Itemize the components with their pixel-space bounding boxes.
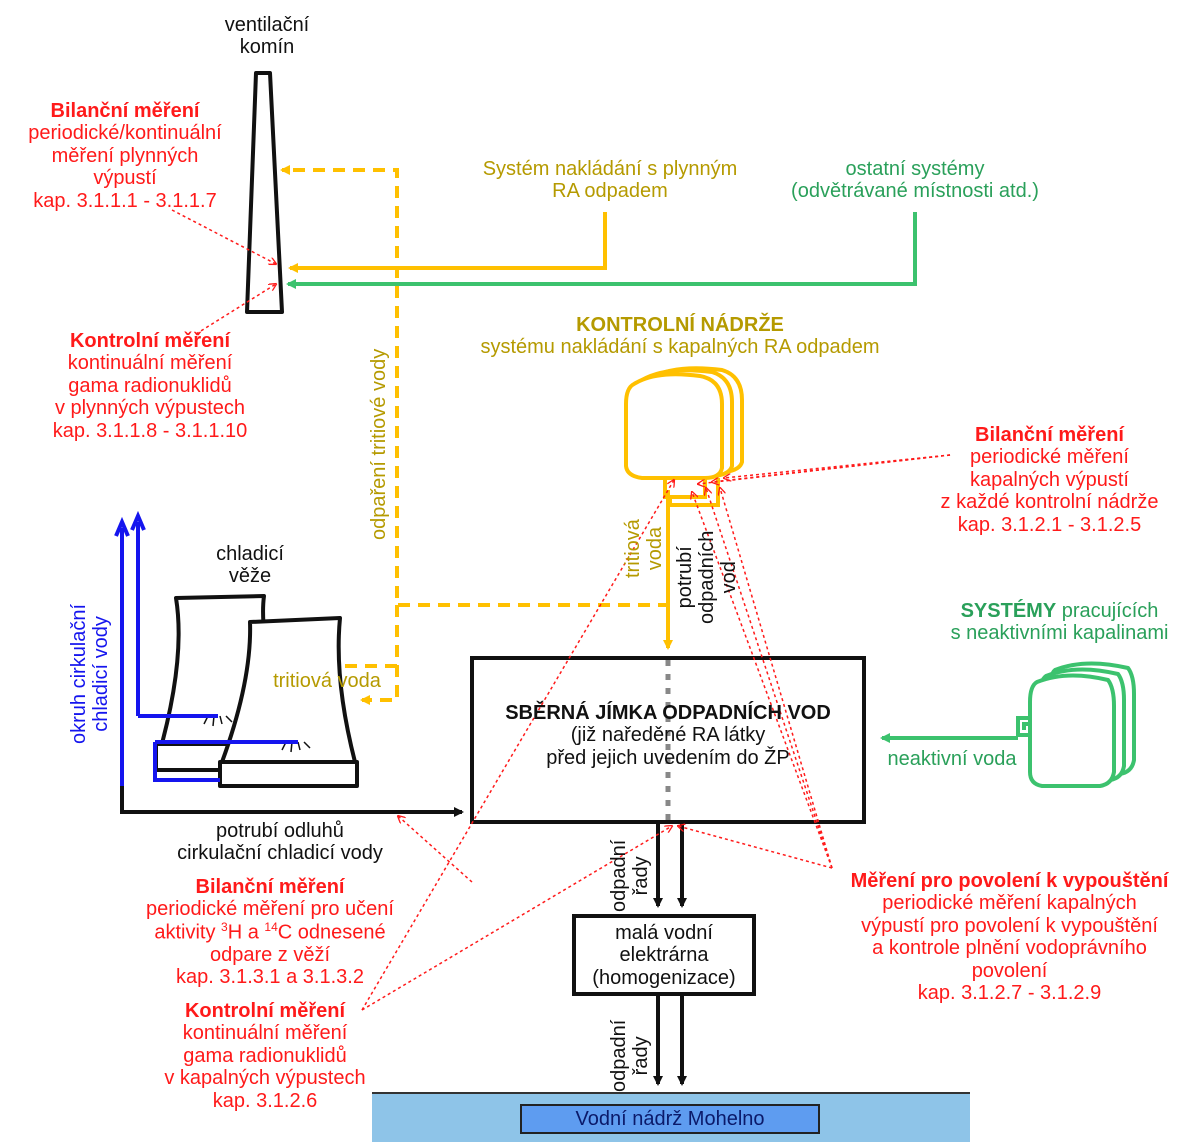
evaporation-label: odpaření tritiové vody — [368, 348, 390, 540]
other-systems-line — [286, 212, 917, 289]
ventilation-stack — [245, 71, 284, 314]
sump-label: SBĚRNÁ JÍMKA ODPADNÍCH VOD(již naředěné … — [505, 702, 831, 769]
hydro-box — [572, 914, 756, 996]
tritium-to-towers-line — [360, 605, 399, 705]
blowdown-pipe-line — [120, 786, 464, 817]
control-tanks — [624, 366, 744, 480]
reservoir-label: Vodní nádrž Mohelno — [520, 1104, 820, 1134]
tritium-water-towers-label: tritiová voda — [273, 670, 381, 692]
nonactive-tanks — [1028, 661, 1136, 788]
sump-box — [470, 656, 866, 824]
measurement-pointers — [171, 209, 951, 1011]
evaporation-line — [280, 165, 670, 607]
cooling-circuit — [114, 510, 298, 812]
gas-system-line — [288, 212, 607, 273]
other-systems-label: ostatní systémy(odvětrávané místnosti at… — [791, 158, 1039, 203]
nonactive-water-label: neaktivní voda — [887, 748, 1017, 770]
